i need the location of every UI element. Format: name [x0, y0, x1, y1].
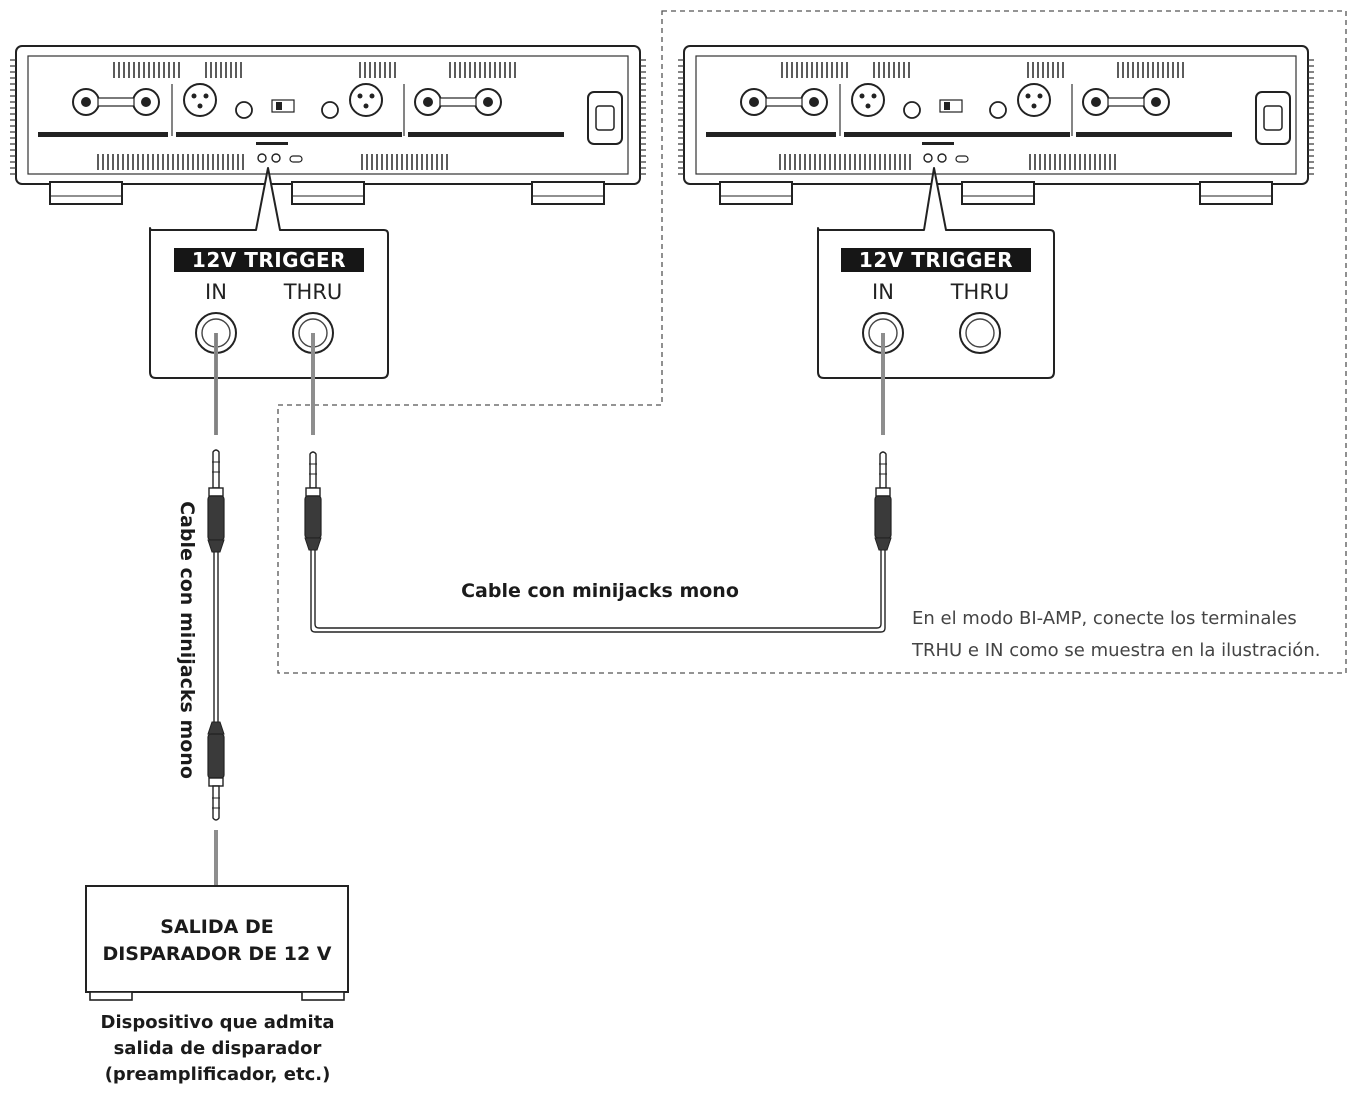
bi-amp-note: En el modo BI-AMP, conecte los terminale… — [912, 608, 1321, 661]
trigger-thru-label-1: THRU — [283, 280, 343, 304]
device-caption: Dispositivo que admita salida de dispara… — [60, 1010, 375, 1088]
device-label-line-1: SALIDA DE — [160, 916, 274, 938]
device-caption-line-3: (preamplificador, etc.) — [104, 1064, 331, 1085]
amplifier-2-rear-panel — [678, 45, 1314, 205]
cable-label-vertical: Cable con minijacks mono — [176, 501, 198, 779]
mono-minijack-cable-vertical — [207, 449, 225, 821]
mono-minijack-cable-horizontal — [304, 451, 892, 633]
amplifier-1-rear-panel — [10, 45, 646, 205]
trigger-in-label-1: IN — [205, 280, 227, 304]
device-label: SALIDA DE DISPARADOR DE 12 V — [88, 914, 346, 968]
trigger-panel-title-2: 12V TRIGGER — [841, 248, 1031, 272]
trigger-callout-2 — [817, 167, 1055, 379]
cable-label-horizontal: Cable con minijacks mono — [461, 580, 739, 602]
trigger-panel-title-1: 12V TRIGGER — [174, 248, 364, 272]
cable-label-vertical-wrap: Cable con minijacks mono — [172, 500, 202, 780]
trigger-thru-label-2: THRU — [950, 280, 1010, 304]
bi-amp-region-outline — [277, 10, 1347, 674]
device-caption-line-2: salida de disparador — [113, 1038, 322, 1059]
device-label-line-2: DISPARADOR DE 12 V — [102, 943, 332, 965]
device-caption-line-1: Dispositivo que admita — [100, 1012, 335, 1033]
trigger-source-device — [85, 885, 349, 1001]
trigger-in-label-2: IN — [872, 280, 894, 304]
